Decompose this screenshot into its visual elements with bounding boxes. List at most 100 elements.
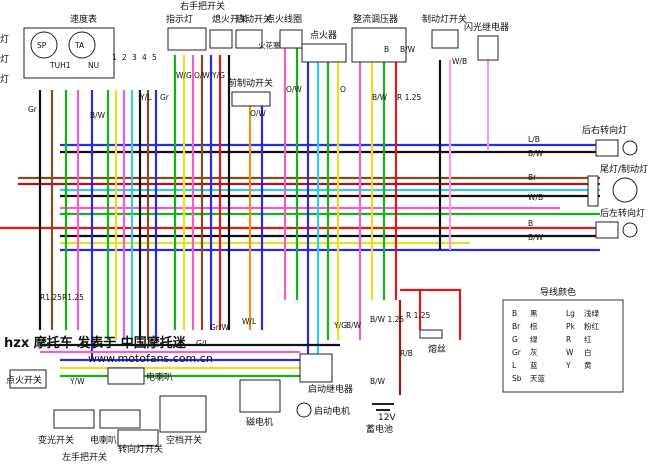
- front-brake-switch-box: [231, 91, 271, 107]
- wire-bundle: [0, 45, 600, 395]
- wire-code: O/W: [250, 109, 266, 118]
- terminal-1: 1: [112, 53, 117, 62]
- label-left-lamp-1: 灯: [0, 34, 9, 45]
- wire-code: Br: [528, 173, 537, 182]
- legend-color-name: 白: [584, 347, 592, 357]
- ignition-coil-box: [279, 29, 303, 49]
- legend-color-name: 黑: [530, 309, 538, 318]
- legend-color-name: 棕: [530, 321, 538, 331]
- label-right-handlebar: 右手把开关: [180, 0, 225, 12]
- fuse-box: [419, 329, 443, 339]
- wire-code: Gr: [28, 105, 38, 114]
- indicator-light-box: [167, 27, 207, 51]
- wire-code: B/W: [372, 93, 388, 102]
- label-start-motor: 启动电机: [314, 405, 350, 417]
- watermark-line-2: www.motofans.com.cn: [88, 352, 213, 365]
- label-horn: 电喇叭: [146, 371, 173, 383]
- legend-color-name: 绿: [530, 335, 538, 344]
- label-magneto: 磁电机: [246, 416, 273, 428]
- label-battery-voltage: 12V: [378, 413, 396, 423]
- label-kill-switch: 熄火开关: [212, 13, 248, 25]
- label-front-brake: 前制动开关: [228, 77, 273, 89]
- dimmer-switch-box: [53, 409, 95, 429]
- label-flasher-relay: 闪光继电器: [464, 21, 509, 33]
- wire-codes: Gr B/W W/G O/W O/W Y/G Y/L Gr O/W B/W O …: [28, 45, 544, 386]
- wire-code: B/W: [370, 377, 386, 386]
- legend-color-name: 红: [584, 334, 592, 344]
- magneto: [239, 379, 281, 413]
- flasher-relay-box: [477, 35, 499, 61]
- battery-icon: [372, 403, 394, 411]
- tail-brake-lamp: [587, 175, 638, 207]
- terminal-5: 5: [152, 53, 157, 62]
- wire-code: Y/G: [333, 321, 347, 330]
- legend-code: Y: [565, 361, 571, 370]
- wire-code: B: [384, 45, 389, 54]
- lamp-icon: [622, 140, 638, 156]
- wire-code: G/L: [196, 339, 209, 348]
- label-indicator-light: 指示灯: [166, 13, 193, 25]
- wire-code: B/W: [90, 111, 106, 120]
- label-battery: 蓄电池: [366, 423, 393, 435]
- legend-code: W: [566, 348, 574, 357]
- start-relay-box: [299, 353, 333, 383]
- label-rear-left-turn: 后左转向灯: [600, 207, 645, 219]
- wire-code: B/W 1.25: [370, 315, 404, 324]
- wire-code: W/G: [176, 71, 192, 80]
- label-ignition-switch: 点火开关: [6, 374, 42, 386]
- legend-color-name: 灰: [530, 347, 538, 357]
- wire-code: B/W: [400, 45, 416, 54]
- label-left-lamp-2: 灯: [0, 54, 9, 65]
- label-start-switch: 启动开关: [236, 13, 272, 25]
- label-left-lamp-3: 灯: [0, 74, 9, 85]
- wire-code: L/B: [528, 135, 540, 144]
- wire-code: O/W: [286, 85, 302, 94]
- label-ta: TA: [74, 41, 85, 50]
- rear-left-turn-lamp: [595, 221, 638, 239]
- label-nu: NU: [88, 61, 99, 70]
- rear-right-turn-lamp: [595, 139, 638, 157]
- label-fuse: 熔丝: [428, 343, 446, 355]
- neutral-switch-box: [159, 395, 207, 433]
- start-motor-icon: [296, 402, 312, 418]
- label-ignition-coil: 点火线圈: [266, 13, 302, 25]
- wire-code: W/B: [452, 57, 467, 66]
- legend-code: B: [512, 309, 517, 318]
- label-turn-switch: 转向灯开关: [118, 443, 163, 455]
- wire-code: R1.25: [40, 293, 62, 302]
- label-dimmer-switch: 变光开关: [38, 434, 74, 446]
- legend-code: Pk: [566, 322, 576, 331]
- legend-code: L: [512, 361, 517, 370]
- wire-code: Y/W: [69, 377, 85, 386]
- legend-code: Lg: [566, 309, 575, 318]
- terminal-2: 2: [122, 53, 127, 62]
- legend-title: 导线颜色: [540, 286, 576, 298]
- wire-code: R/B: [400, 349, 413, 358]
- wire-code: B/W: [528, 233, 544, 242]
- wire-code: O/W: [194, 71, 210, 80]
- label-tuh1: TUH1: [49, 61, 71, 70]
- horn-switch-box: [99, 409, 141, 429]
- watermark-line-1: hzx 摩托车 发表于 中国摩托迷: [4, 335, 187, 351]
- wire-code: W/B: [528, 193, 543, 202]
- legend-color-name: 天蓝: [530, 373, 545, 383]
- turn-switch-box: [117, 429, 159, 447]
- legend-color-name: 黄: [584, 360, 592, 370]
- label-igniter: 点火器: [310, 30, 337, 41]
- speedometer: SP TA TUH1 NU: [23, 27, 115, 79]
- wire-code: R 1.25: [397, 93, 422, 102]
- terminal-4: 4: [142, 53, 147, 62]
- wire-code: Y/L: [139, 93, 152, 102]
- label-neutral-switch: 空档开关: [166, 434, 202, 446]
- legend-code: Sb: [512, 374, 522, 383]
- label-regulator: 整流调压器: [353, 13, 398, 25]
- lamp-icon: [622, 222, 638, 238]
- wire-code: O: [340, 85, 346, 94]
- terminal-3: 3: [132, 53, 137, 62]
- label-left-handlebar: 左手把开关: [62, 451, 107, 463]
- wire-code: R1.25: [62, 293, 84, 302]
- label-tail-brake: 尾灯/制动灯: [600, 163, 648, 175]
